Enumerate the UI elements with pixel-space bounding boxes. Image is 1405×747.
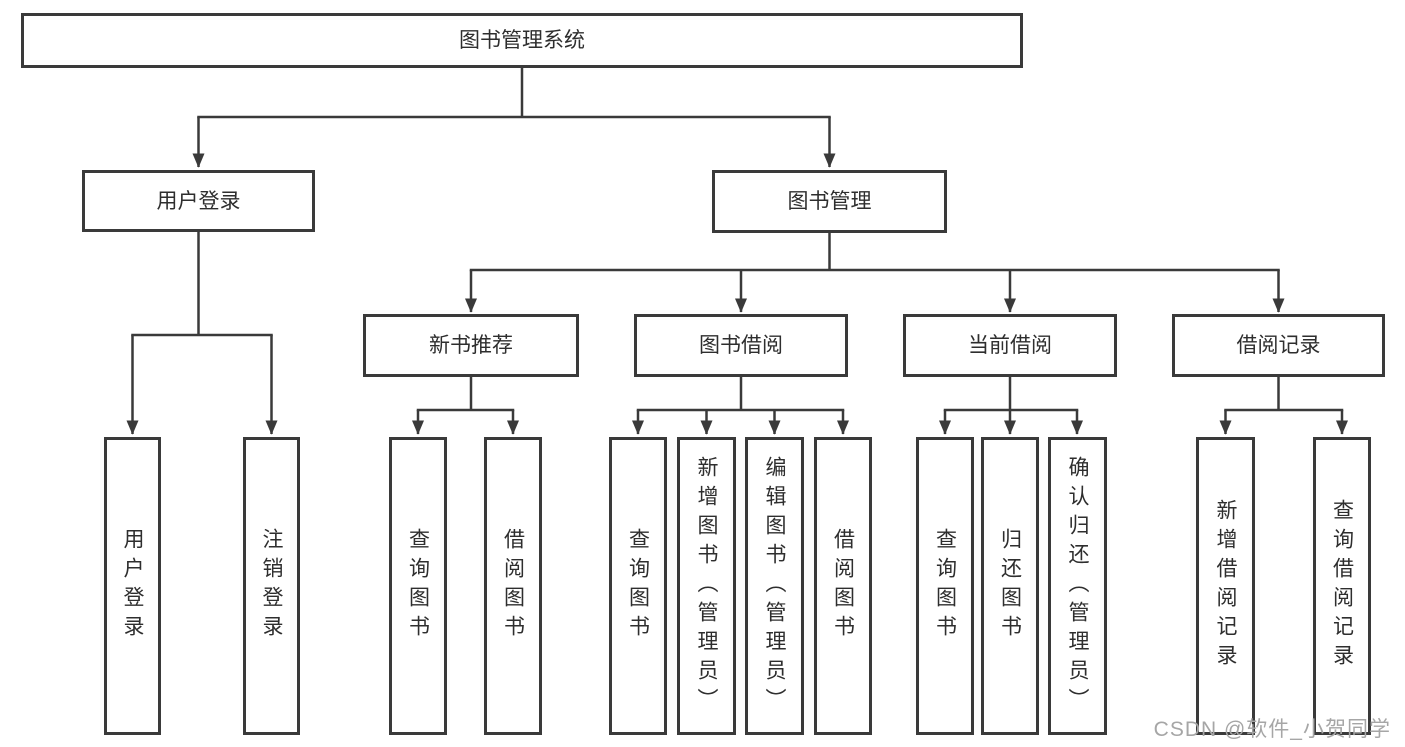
node-book-management: 图书管理 <box>712 170 947 233</box>
leaf-cb-confirm-return-admin: 确认归还（管理员） <box>1048 437 1107 735</box>
node-borrowing-records: 借阅记录 <box>1172 314 1385 377</box>
leaf-bb-borrow-books-label: 借阅图书 <box>831 528 855 644</box>
leaf-nb-borrow-books-label: 借阅图书 <box>501 528 525 644</box>
leaf-br-query-record-label: 查询借阅记录 <box>1330 499 1354 673</box>
node-user-login: 用户登录 <box>82 170 315 232</box>
leaf-br-add-record-label: 新增借阅记录 <box>1214 499 1237 673</box>
leaf-cb-return-books: 归还图书 <box>981 437 1039 735</box>
node-borrowing-records-label: 借阅记录 <box>1236 334 1321 357</box>
csdn-watermark: CSDN @软件_小贺同学 <box>1153 718 1391 741</box>
node-user-login-label: 用户登录 <box>156 189 241 213</box>
node-book-borrowing: 图书借阅 <box>634 314 848 377</box>
node-current-borrowing-label: 当前借阅 <box>968 334 1052 357</box>
node-book-borrowing-label: 图书借阅 <box>699 334 783 357</box>
leaf-cb-query-books: 查询图书 <box>916 437 974 735</box>
leaf-user-login-label: 用户登录 <box>121 528 144 644</box>
leaf-bb-query-books-label: 查询图书 <box>626 528 650 644</box>
leaf-user-login: 用户登录 <box>104 437 161 735</box>
node-library-system: 图书管理系统 <box>21 13 1023 68</box>
node-library-system-label: 图书管理系统 <box>459 29 585 52</box>
leaf-nb-query-books: 查询图书 <box>389 437 447 735</box>
leaf-logout: 注销登录 <box>243 437 300 735</box>
node-new-book-recommend-label: 新书推荐 <box>429 334 513 357</box>
leaf-bb-edit-books-admin-label: 编辑图书（管理员） <box>763 455 786 717</box>
leaf-cb-confirm-return-admin-label: 确认归还（管理员） <box>1066 455 1089 717</box>
leaf-br-query-record: 查询借阅记录 <box>1313 437 1371 735</box>
node-new-book-recommend: 新书推荐 <box>363 314 579 377</box>
leaf-bb-query-books: 查询图书 <box>609 437 667 735</box>
leaf-bb-add-books-admin: 新增图书（管理员） <box>677 437 736 735</box>
node-book-management-label: 图书管理 <box>787 190 872 213</box>
node-current-borrowing: 当前借阅 <box>903 314 1117 377</box>
leaf-nb-query-books-label: 查询图书 <box>406 528 430 644</box>
leaf-cb-query-books-label: 查询图书 <box>933 528 957 644</box>
leaf-cb-return-books-label: 归还图书 <box>998 528 1022 644</box>
leaf-nb-borrow-books: 借阅图书 <box>484 437 542 735</box>
leaf-bb-edit-books-admin: 编辑图书（管理员） <box>745 437 804 735</box>
leaf-br-add-record: 新增借阅记录 <box>1196 437 1255 735</box>
leaf-bb-borrow-books: 借阅图书 <box>814 437 872 735</box>
leaf-bb-add-books-admin-label: 新增图书（管理员） <box>695 455 718 717</box>
leaf-logout-label: 注销登录 <box>260 528 283 644</box>
